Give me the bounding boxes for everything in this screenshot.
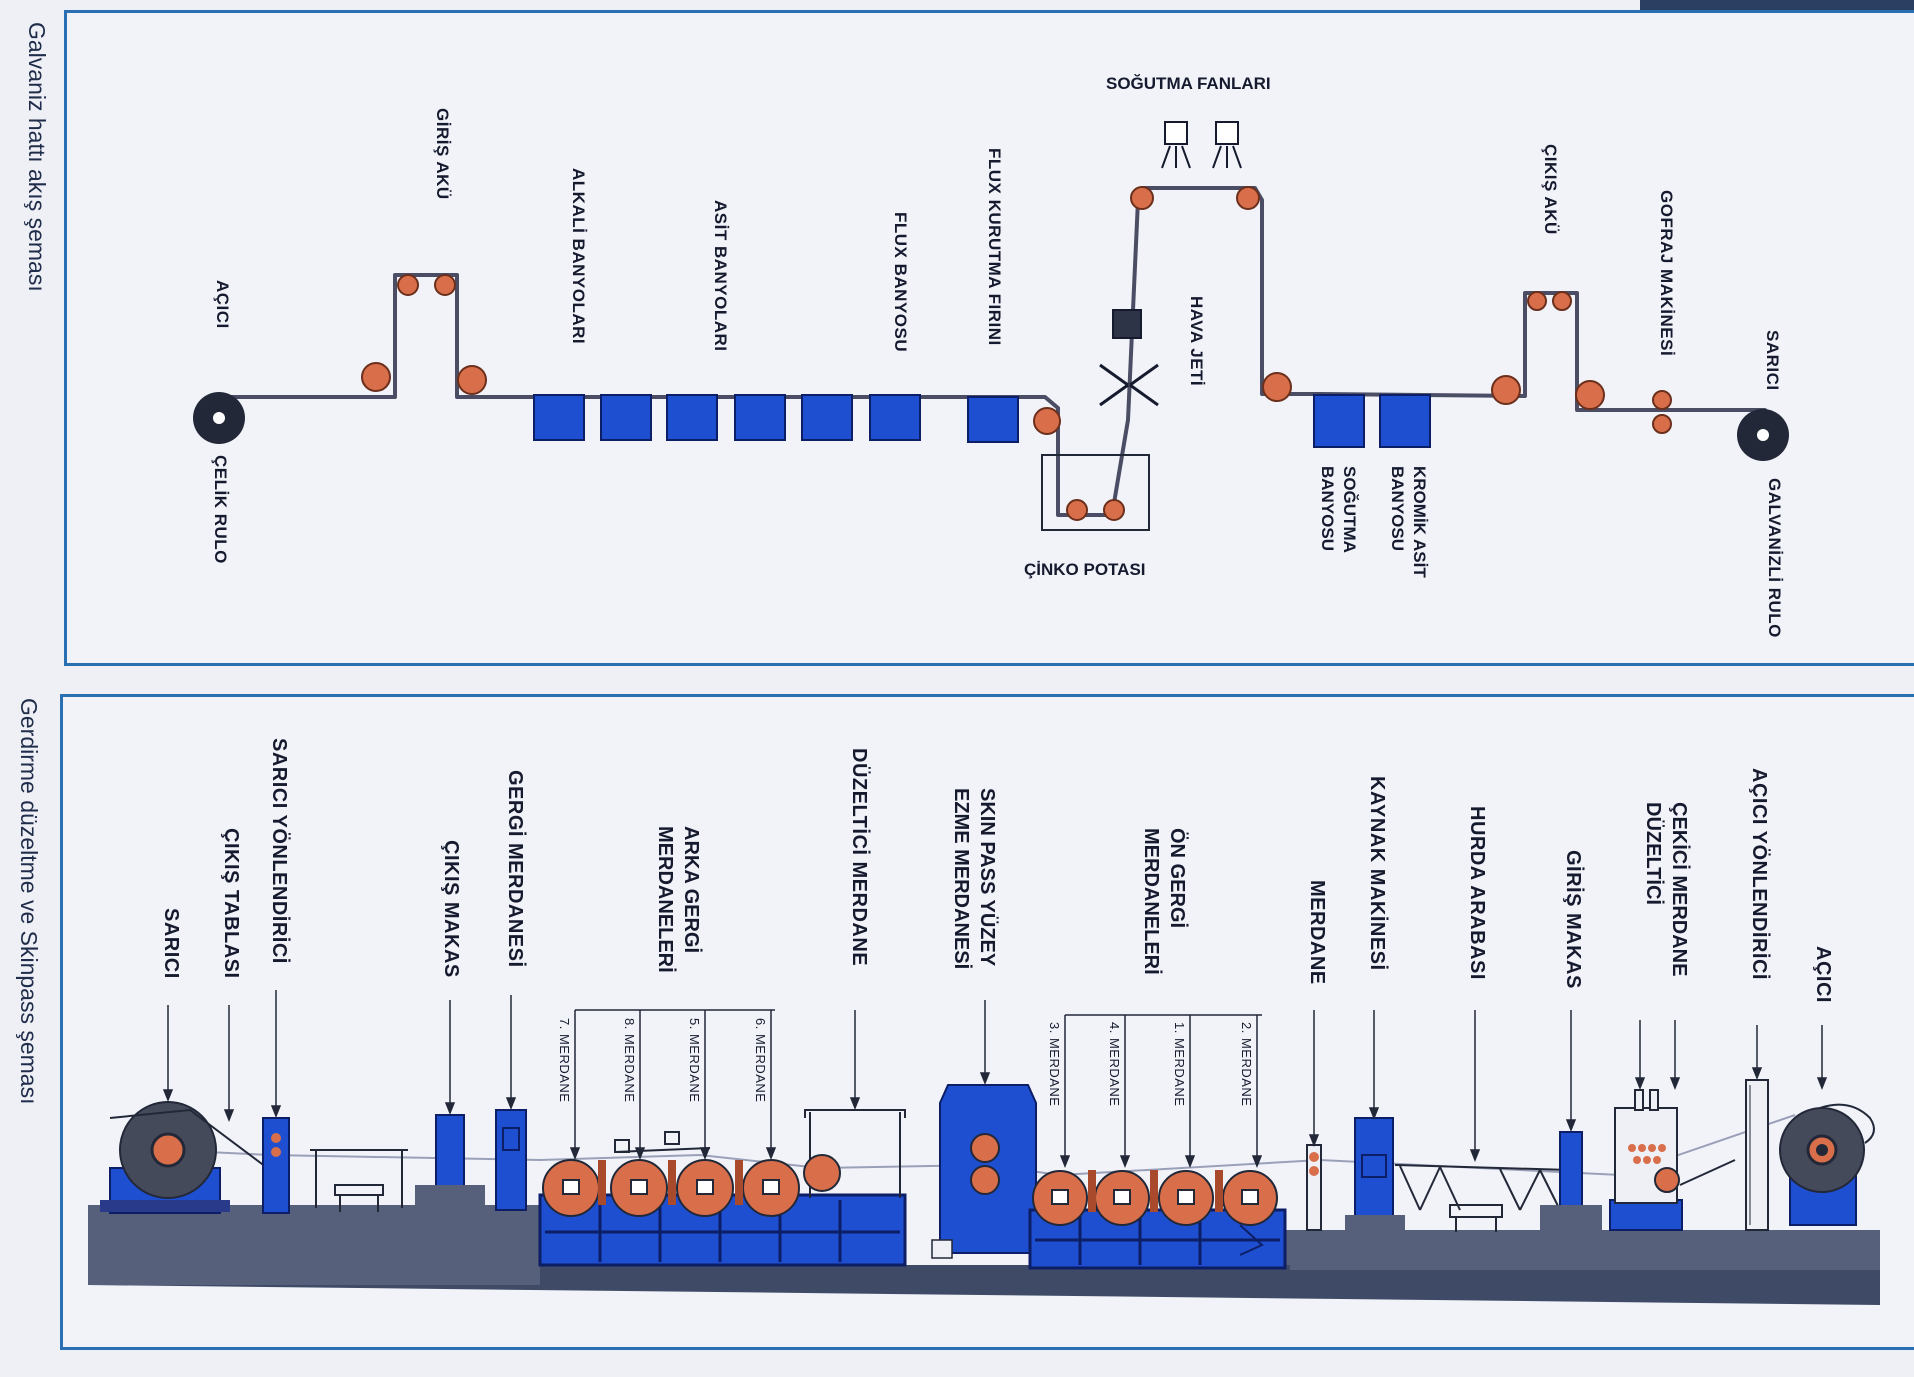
giris-aku-roll [397, 274, 419, 296]
giris-aku-roll [434, 274, 456, 296]
label-giris-makas: GİRİŞ MAKAS [1562, 850, 1584, 989]
flux-tank [801, 394, 853, 441]
arka-gergi-roll [610, 1159, 668, 1217]
skinpass-title: Gerdirme düzeltme ve Skinpass şeması [16, 698, 42, 1105]
label-m8: 8. MERDANE [622, 1018, 637, 1103]
acici-yonlendirici-machine [1745, 1079, 1769, 1231]
cikis-makas-machine [415, 1114, 485, 1210]
label-skin-pass: SKIN PASS YÜZEY EZME MERDANESİ [950, 788, 998, 970]
roll-separator [668, 1160, 676, 1205]
cinko-potasi [1041, 454, 1150, 531]
label-m2: 2. MERDANE [1239, 1022, 1254, 1107]
cinko-roll [1033, 407, 1061, 435]
hava-jeti-icon [1099, 363, 1129, 387]
label-m1: 1. MERDANE [1172, 1022, 1187, 1107]
top-corner-bar [1640, 0, 1914, 12]
label-gergi-merdanesi: GERGİ MERDANESİ [504, 770, 526, 968]
label-sarici: SARICI [160, 908, 182, 979]
sarici-yonlendirici-machine [262, 1117, 290, 1214]
kaynak-makinesi-machine [1345, 1117, 1405, 1233]
label-cikis-makas: ÇIKIŞ MAKAS [440, 840, 462, 978]
giris-aku-roll [361, 362, 391, 392]
label-duzeltici-merdane: DÜZELTİCİ MERDANE [848, 748, 870, 967]
acici-machine [1779, 1103, 1875, 1226]
label-m6: 6. MERDANE [753, 1018, 768, 1103]
cinko-pot-roll [1066, 499, 1088, 521]
label-sogutma-fanlari: SOĞUTMA FANLARI [1106, 74, 1271, 93]
cekici-merdane-machine [1609, 1089, 1736, 1231]
label-m7: 7. MERDANE [557, 1018, 572, 1103]
roll-separator [598, 1160, 606, 1205]
alkali-tank [600, 394, 652, 441]
giris-aku-roll [457, 365, 487, 395]
cinko-pot-roll [1103, 499, 1125, 521]
dark-square-marker [1112, 309, 1142, 339]
duzeltici-merdane-machine [803, 1109, 906, 1198]
pointer-arrows [162, 990, 1828, 1163]
label-on-gergi: ÖN GERGİ MERDANELERİ [1140, 828, 1188, 975]
galvaniz-panel [64, 10, 1914, 666]
cikis-aku-roll [1575, 380, 1605, 410]
cikis-tablasi [310, 1149, 408, 1212]
label-acici: AÇICI [1812, 946, 1834, 1003]
roll-separator [735, 1160, 743, 1205]
on-gergi-roll [1158, 1170, 1214, 1226]
merdane-column [1306, 1144, 1322, 1231]
sogutma-fan-icon [1161, 121, 1191, 169]
flux-tank [869, 394, 921, 441]
asit-tank [666, 394, 718, 441]
sogutma-banyosu-tank [1313, 394, 1365, 448]
giris-makas-machine [1540, 1131, 1602, 1230]
roll-separator [1215, 1170, 1223, 1212]
kromik-asit-tank [1379, 394, 1431, 448]
sarici-machine [100, 1101, 271, 1214]
label-merdane: MERDANE [1306, 880, 1328, 985]
arka-merdane-bracket [569, 1009, 777, 1161]
label-kaynak-makinesi: KAYNAK MAKİNESİ [1366, 776, 1388, 971]
label-cinko-potasi: ÇİNKO POTASI [1024, 560, 1146, 579]
on-gergi-roll [1222, 1170, 1278, 1226]
roll-separator [1150, 1170, 1158, 1212]
tower-roll [1130, 186, 1154, 210]
roll-separator [1088, 1170, 1096, 1212]
arka-gergi-device [614, 1131, 711, 1153]
arka-gergi-roll [742, 1159, 800, 1217]
label-m4: 4. MERDANE [1107, 1022, 1122, 1107]
hurda-arabasi [1394, 1164, 1571, 1232]
label-arka-gergi: ARKA GERGİ MERDANELERİ [654, 826, 702, 973]
sogutma-fan-icon [1212, 121, 1242, 169]
gofraj-roll [1652, 390, 1672, 410]
on-gergi-roll [1032, 1170, 1088, 1226]
arka-gergi-roll [542, 1159, 600, 1217]
flux-kurutma-tank [967, 396, 1019, 443]
on-merdane-bracket [1059, 1014, 1263, 1169]
cikis-aku-roll [1527, 291, 1547, 311]
gofraj-roll [1652, 414, 1672, 434]
label-acici-yonlendirici: AÇICI YÖNLENDİRİCİ [1748, 768, 1770, 980]
label-hurda-arabasi: HURDA ARABASI [1466, 806, 1488, 980]
tower-roll [1236, 186, 1260, 210]
alkali-tank [533, 394, 585, 441]
cikis-aku-roll [1552, 291, 1572, 311]
tower-roll [1262, 372, 1292, 402]
arka-gergi-roll [676, 1159, 734, 1217]
gergi-merdanesi-machine [495, 1109, 527, 1211]
label-cekici-merdane: ÇEKİCİ MERDANE DÜZELTİCİ [1642, 802, 1690, 977]
cikis-aku-roll [1491, 375, 1521, 405]
label-sarici-yonlendirici: SARICI YÖNLENDİRİCİ [268, 738, 290, 964]
on-gergi-roll [1094, 1170, 1150, 1226]
label-cikis-tablasi: ÇIKIŞ TABLASI [220, 828, 242, 979]
label-m3: 3. MERDANE [1047, 1022, 1062, 1107]
label-m5: 5. MERDANE [687, 1018, 702, 1103]
asit-tank [734, 394, 786, 441]
